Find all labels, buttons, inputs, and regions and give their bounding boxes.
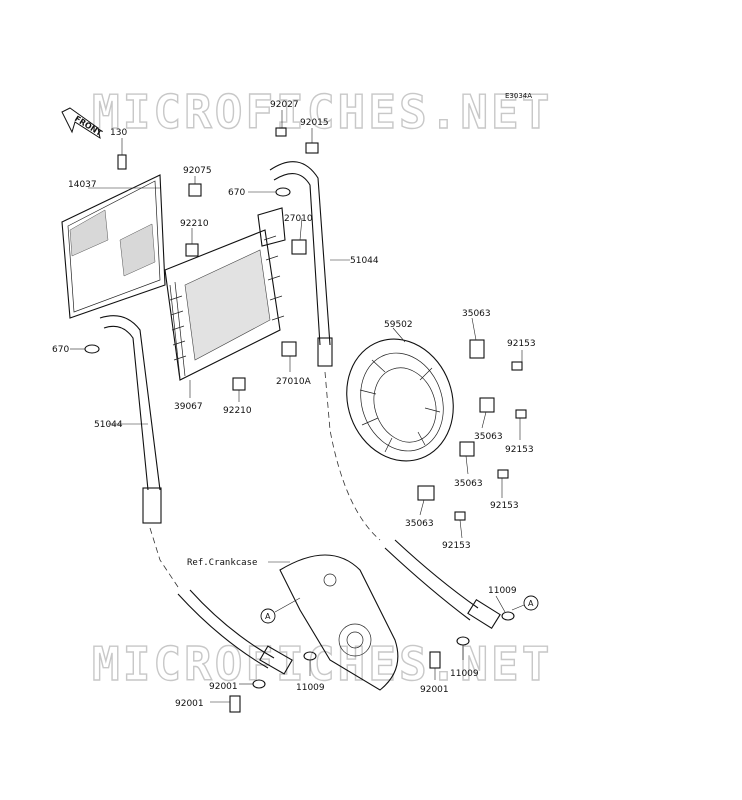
oil-hose-left [99, 315, 181, 591]
part-label: 51044 [94, 420, 123, 430]
fitting-27010 [291, 239, 307, 255]
part-label: 11009 [450, 669, 479, 679]
grommet-92075 [188, 183, 202, 197]
part-label: 92027 [270, 100, 299, 110]
part-label: 670 [228, 188, 245, 198]
svg-text:A: A [528, 599, 534, 608]
bolt-130 [117, 154, 127, 170]
part-label: 11009 [488, 586, 517, 596]
crankcase-outline [279, 554, 399, 691]
part-label: 92001 [420, 685, 449, 695]
cap-92027 [275, 127, 287, 137]
part-label: 130 [110, 128, 127, 138]
part-label: 92153 [442, 541, 471, 551]
part-labels: 92027 92015 130 92075 670 27010 14037 92… [52, 100, 536, 709]
oring-670-top [275, 187, 291, 197]
part-label: 92153 [490, 501, 519, 511]
part-label: 92075 [183, 166, 212, 176]
bracket-35063-d [417, 485, 435, 501]
callout-a-left: A [260, 597, 301, 624]
part-label: 92001 [209, 682, 238, 692]
part-label: 14037 [68, 180, 97, 190]
part-label: 27010A [276, 377, 312, 387]
collar-92210-top [185, 243, 199, 257]
part-label: 92153 [507, 339, 536, 349]
part-label: 92153 [505, 445, 534, 455]
bolt-92153-c [497, 469, 509, 479]
ref-crankcase-label: Ref.Crankcase [187, 558, 257, 568]
hardware [84, 127, 527, 713]
part-label: 92210 [223, 406, 252, 416]
nut-92015 [305, 142, 319, 154]
gasket-11009-a [501, 611, 515, 621]
bracket-35063-c [459, 441, 475, 457]
part-label: 51044 [350, 256, 379, 266]
part-label: 35063 [474, 432, 503, 442]
oring-670-left [84, 344, 100, 354]
oil-hose-lower-left [177, 589, 293, 675]
watermark-top: MICROFICHES.NET [92, 85, 552, 139]
part-label: 35063 [405, 519, 434, 529]
oil-hose-lower-right [384, 539, 501, 629]
part-label: 35063 [454, 479, 483, 489]
leader-lines [70, 110, 523, 703]
part-label: 59502 [384, 320, 413, 330]
part-label: 39067 [174, 402, 203, 412]
bolt-92001-left [229, 695, 241, 713]
svg-text:A: A [265, 612, 271, 621]
bracket-35063-b [479, 397, 495, 413]
bolt-92153-a [511, 361, 523, 371]
diagram-code: E3034A [505, 92, 532, 100]
fitting-27010a [281, 341, 297, 357]
part-label: 35063 [462, 309, 491, 319]
part-label: 27010 [284, 214, 313, 224]
part-label: 92015 [300, 118, 329, 128]
oil-hose-right [269, 161, 381, 541]
oil-cooler-core [164, 207, 286, 381]
fan-shroud [346, 338, 454, 462]
part-label: 92001 [175, 699, 204, 709]
collar-92210-bottom [232, 377, 246, 391]
part-label: 11009 [296, 683, 325, 693]
bolt-92153-d [454, 511, 466, 521]
bracket-35063-a [469, 339, 485, 359]
cooler-guard-plate [61, 174, 166, 319]
bolt-92153-b [515, 409, 527, 419]
callout-a-right: A [511, 595, 539, 611]
part-label: 92210 [180, 219, 209, 229]
part-label: 670 [52, 345, 69, 355]
